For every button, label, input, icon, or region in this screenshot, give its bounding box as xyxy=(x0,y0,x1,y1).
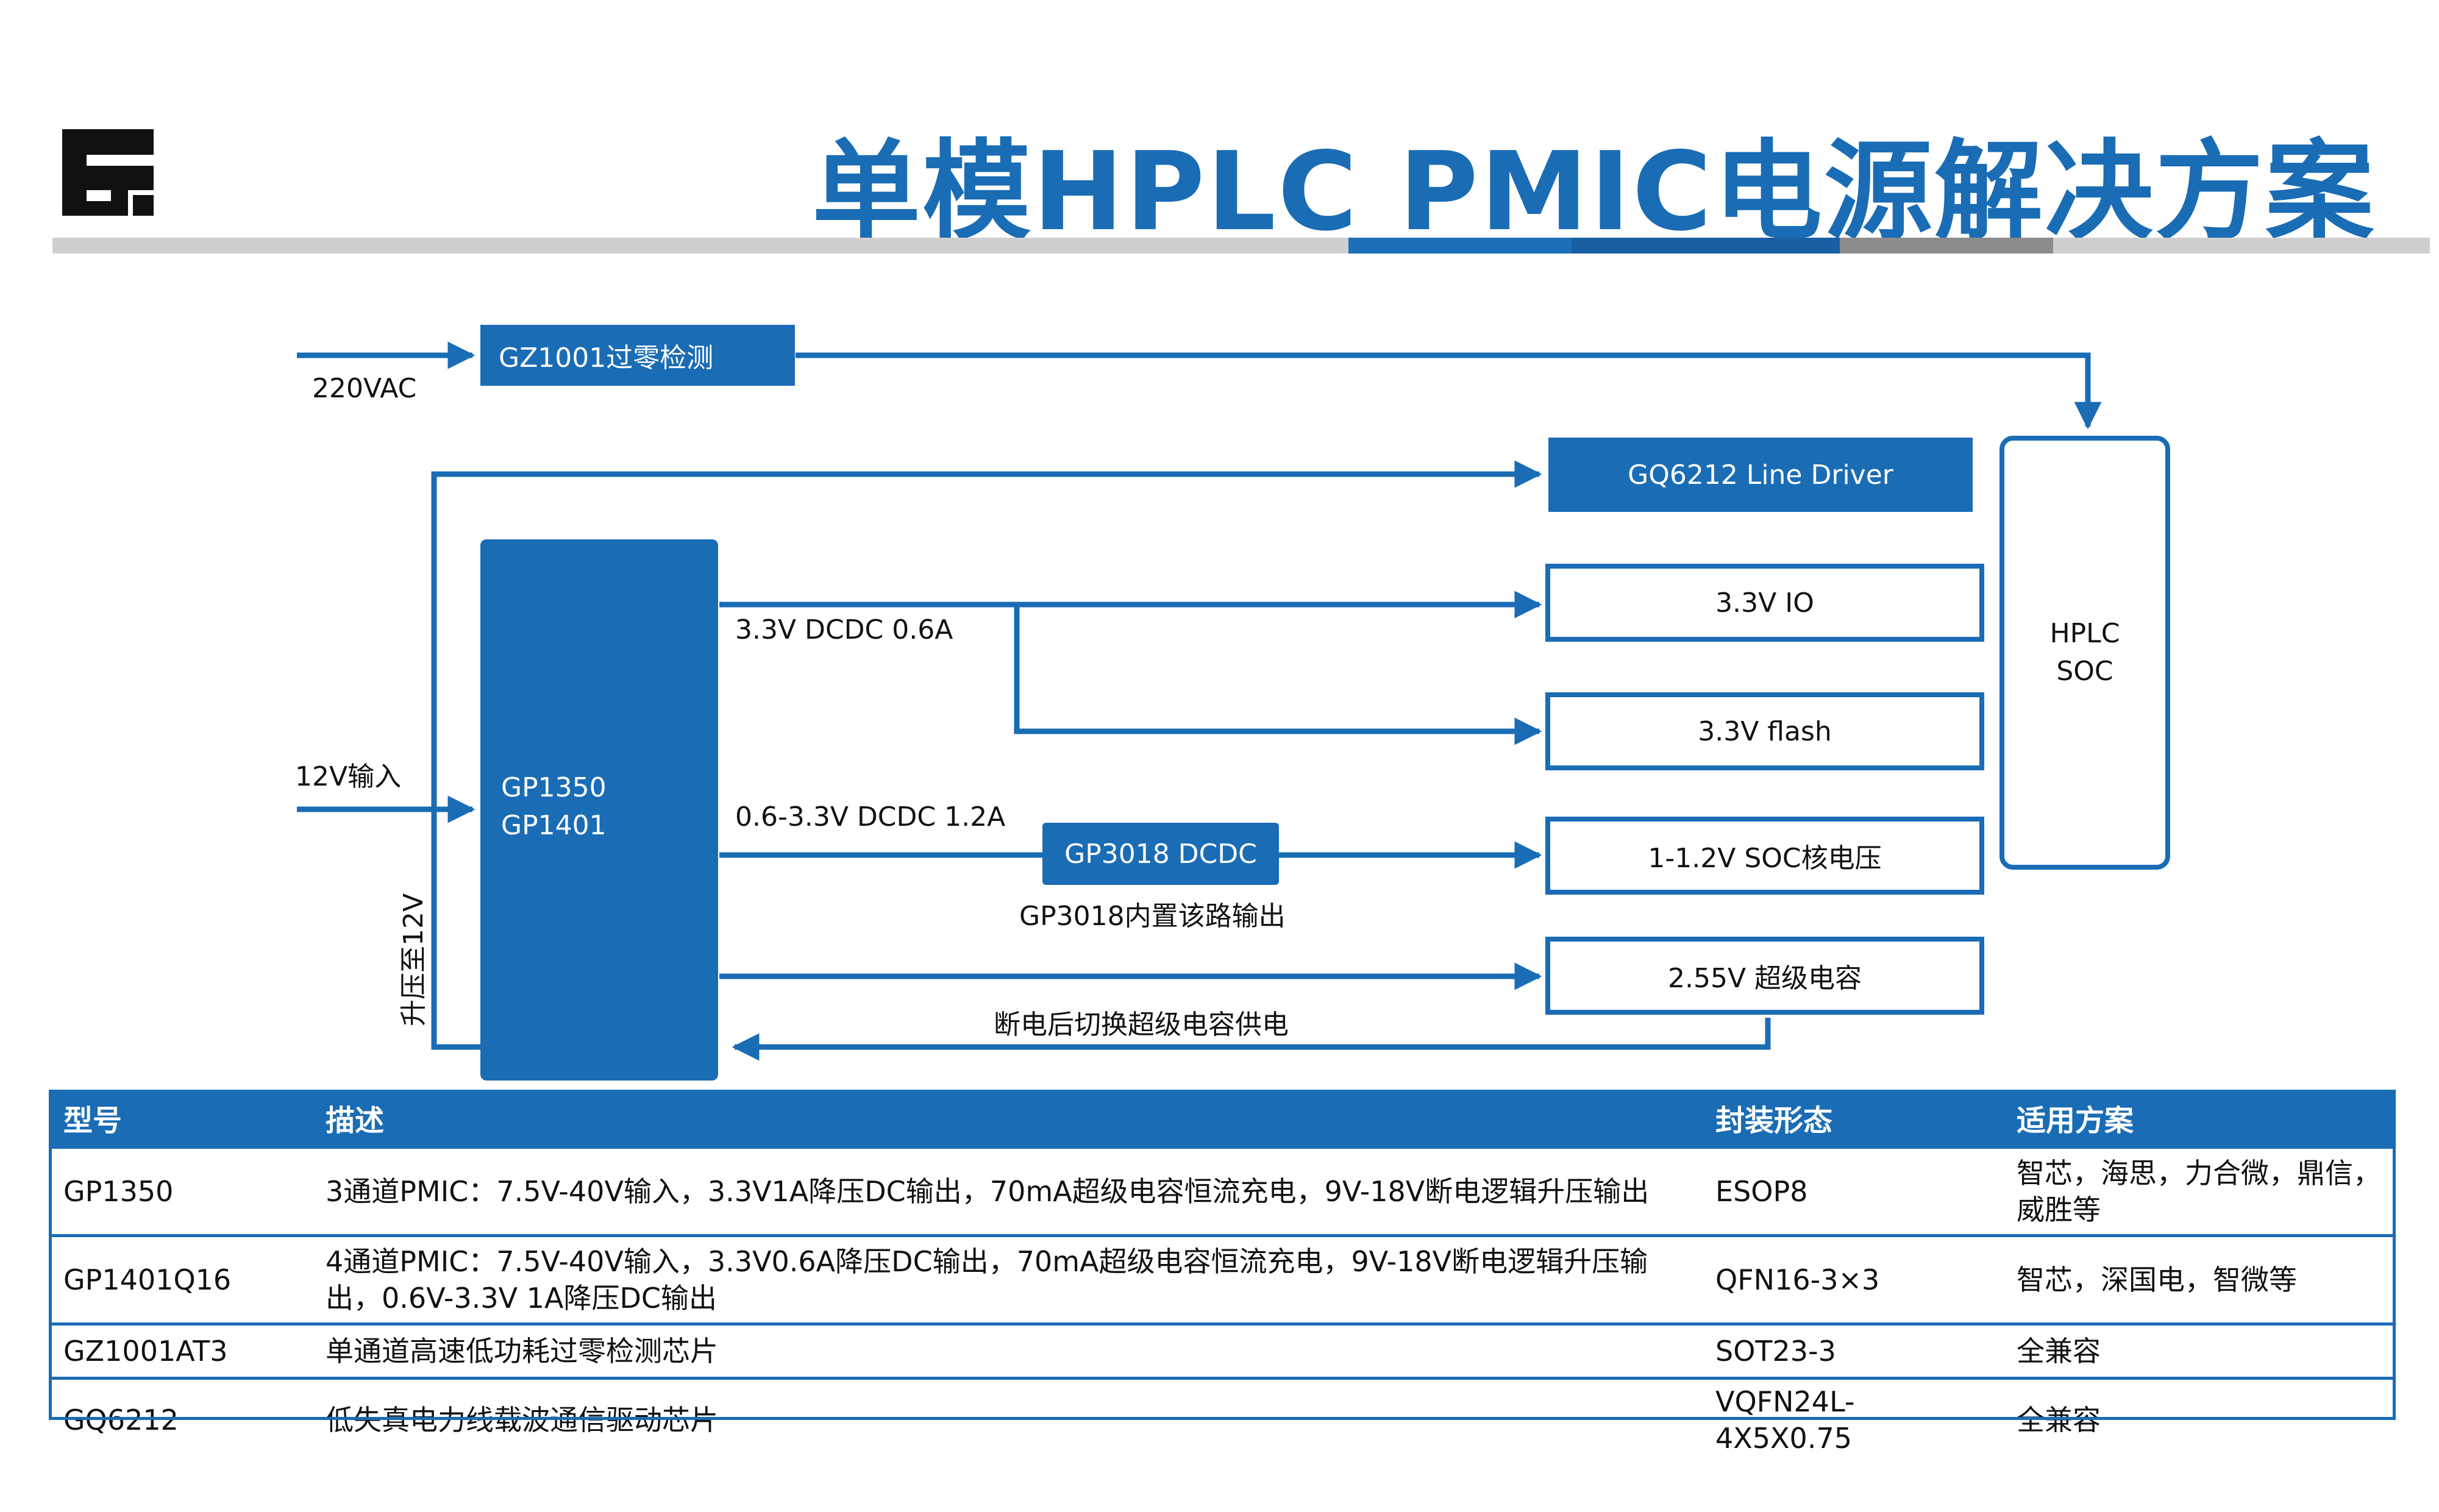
gp3018-note: GP3018内置该路输出 xyxy=(1019,901,1286,932)
col-header-solution: 适用方案 xyxy=(2002,1090,2396,1148)
pmic-label: GP1350 GP1401 xyxy=(501,772,607,841)
zero-cross-wire xyxy=(796,352,2102,430)
dc-input-label: 12V输入 xyxy=(295,761,402,792)
flash-wire xyxy=(1014,605,1542,745)
cell-model: GQ6212 xyxy=(49,1377,311,1460)
cell-solution: 智芯，深国电，智微等 xyxy=(2002,1234,2396,1324)
soc-core-voltage-block: 1-1.2V SOC核电压 xyxy=(1545,817,1984,895)
cell-model: GP1350 xyxy=(49,1146,311,1236)
ac-input-label: 220VAC xyxy=(312,373,417,404)
col-header-model: 型号 xyxy=(49,1090,311,1148)
cell-package: SOT23-3 xyxy=(1701,1322,2002,1379)
table-row: GQ6212 低失真电力线载波通信驱动芯片 VQFN24L-4X5X0.75 全… xyxy=(49,1377,2396,1460)
supercap-note: 断电后切换超级电容供电 xyxy=(994,1009,1289,1040)
pmic-block xyxy=(480,539,718,1081)
col-header-package: 封装形态 xyxy=(1701,1090,2002,1148)
cell-desc: 单通道高速低功耗过零检测芯片 xyxy=(311,1322,1701,1379)
cell-package: ESOP8 xyxy=(1701,1146,2002,1236)
hplc-soc-block: HPLC SOC xyxy=(1999,436,2170,870)
io-3v3-block: 3.3V IO xyxy=(1545,564,1984,642)
dcdc-12a-label: 0.6-3.3V DCDC 1.2A xyxy=(735,801,1006,832)
boost-label: 升压至12V xyxy=(398,893,430,1027)
supercap-block: 2.55V 超级电容 xyxy=(1545,937,1984,1015)
table-row: GZ1001AT3 单通道高速低功耗过零检测芯片 SOT23-3 全兼容 xyxy=(49,1322,2396,1379)
zero-cross-detector-block: GZ1001过零检测 xyxy=(480,325,795,386)
cell-package: QFN16-3×3 xyxy=(1701,1234,2002,1324)
table-row: GP1350 3通道PMIC：7.5V-40V输入，3.3V1A降压DC输出，7… xyxy=(49,1146,2396,1236)
col-header-desc: 描述 xyxy=(311,1090,1701,1148)
product-table: 型号 描述 封装形态 适用方案 GP1350 3通道PMIC：7.5V-40V输… xyxy=(49,1090,2396,1460)
cell-desc: 低失真电力线载波通信驱动芯片 xyxy=(311,1377,1701,1460)
brand-logo-icon xyxy=(62,129,154,216)
cell-model: GZ1001AT3 xyxy=(49,1322,311,1379)
table-header-row: 型号 描述 封装形态 适用方案 xyxy=(49,1090,2396,1148)
supercap-return-wire xyxy=(732,1018,1771,1061)
cell-solution: 全兼容 xyxy=(2002,1322,2396,1379)
boost-wire xyxy=(431,460,1542,1050)
cell-desc: 3通道PMIC：7.5V-40V输入，3.3V1A降压DC输出，70mA超级电容… xyxy=(311,1146,1701,1236)
table-row: GP1401Q16 4通道PMIC：7.5V-40V输入，3.3V0.6A降压D… xyxy=(49,1234,2396,1324)
gp3018-block: GP3018 DCDC xyxy=(1042,823,1279,885)
cell-desc: 4通道PMIC：7.5V-40V输入，3.3V0.6A降压DC输出，70mA超级… xyxy=(311,1234,1701,1324)
cell-model: GP1401Q16 xyxy=(49,1234,311,1324)
header-divider-accent-2 xyxy=(1572,238,1840,254)
flash-3v3-block: 3.3V flash xyxy=(1545,692,1984,770)
header-divider-accent-1 xyxy=(1348,238,1572,254)
dcdc-06a-label: 3.3V DCDC 0.6A xyxy=(735,614,953,645)
line-driver-block: GQ6212 Line Driver xyxy=(1548,438,1973,512)
cell-solution: 全兼容 xyxy=(2002,1377,2396,1460)
cell-package: VQFN24L-4X5X0.75 xyxy=(1701,1377,2002,1460)
cell-solution: 智芯，海思，力合微，鼎信，威胜等 xyxy=(2002,1146,2396,1236)
header-divider-accent-3 xyxy=(1840,238,2053,254)
page-title: 单模HPLC PMIC电源解决方案 xyxy=(812,129,2376,255)
